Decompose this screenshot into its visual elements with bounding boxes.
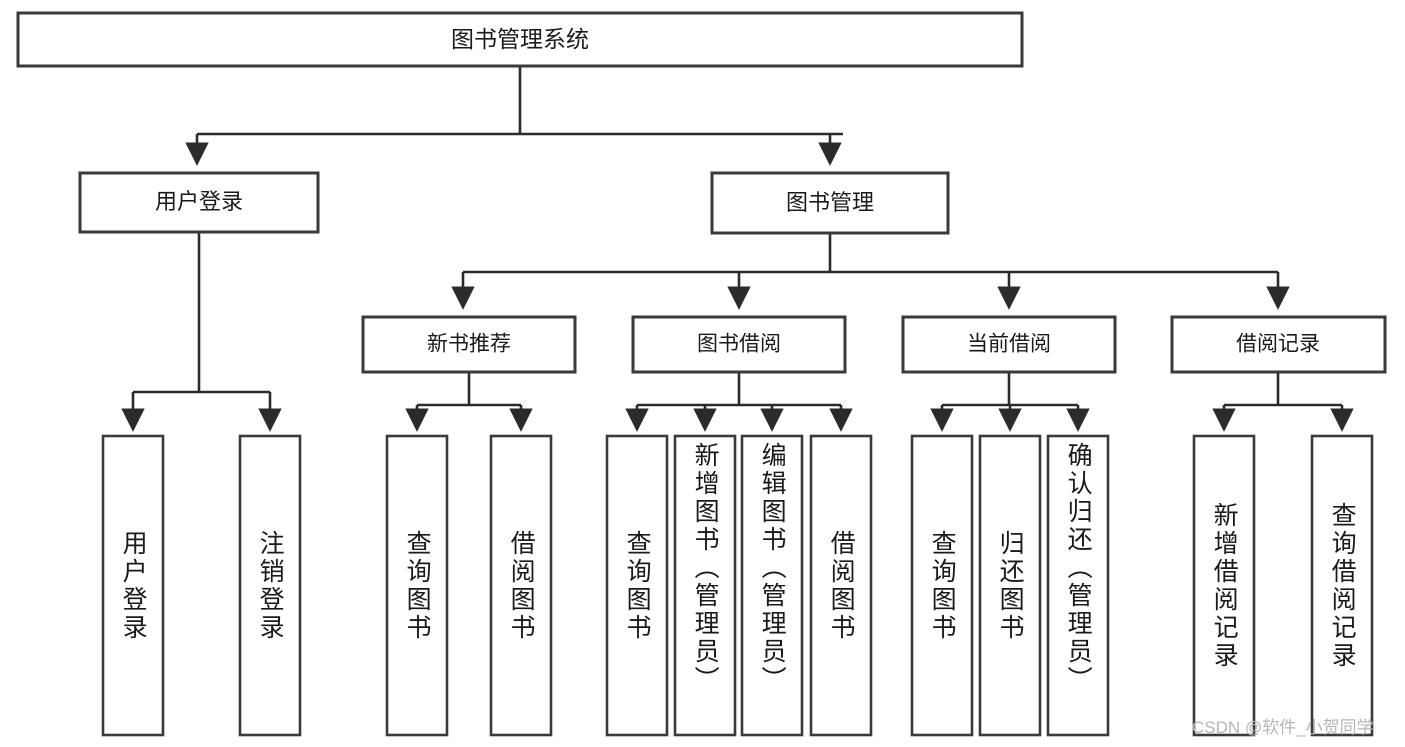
- leaf-user-login-box[interactable]: [101, 434, 165, 737]
- root-box[interactable]: [16, 11, 1024, 68]
- leaf-borrow-book-2-box[interactable]: [809, 434, 873, 737]
- new-book-rec-box[interactable]: [361, 315, 577, 374]
- new-book-rec-label: 新书推荐: [427, 333, 511, 356]
- node-user-login[interactable]: 用户登录: [78, 171, 320, 234]
- edges-current-borrow-to-leaves: [930, 372, 1090, 432]
- node-root[interactable]: 图书管理系统: [16, 11, 1024, 68]
- leaf-query-book-2-box[interactable]: [605, 434, 669, 737]
- current-borrow-label: 当前借阅: [967, 333, 1051, 356]
- leaf-return-book-box[interactable]: [978, 434, 1042, 737]
- edges-root-to-level1: [185, 66, 843, 166]
- current-borrow-box[interactable]: [901, 315, 1117, 374]
- node-borrow-record[interactable]: 借阅记录: [1170, 315, 1387, 374]
- leaf-query-book-3-box[interactable]: [910, 434, 974, 737]
- book-borrow-label: 图书借阅: [697, 333, 781, 356]
- edges-new-book-rec-to-leaves: [405, 372, 533, 432]
- user-login-label: 用户登录: [155, 189, 243, 214]
- borrow-record-box[interactable]: [1170, 315, 1387, 374]
- edges-borrow-record-to-leaves: [1212, 372, 1354, 432]
- leaf-boxes: [101, 434, 1374, 737]
- leaf-add-book-box[interactable]: [673, 434, 737, 737]
- borrow-record-label: 借阅记录: [1236, 333, 1320, 356]
- leaf-query-book-1-box[interactable]: [385, 434, 449, 737]
- leaf-confirm-return-box[interactable]: [1046, 434, 1110, 737]
- leaf-borrow-book-1-box[interactable]: [489, 434, 553, 737]
- leaf-user-logout-box[interactable]: [238, 434, 302, 737]
- book-borrow-box[interactable]: [631, 315, 847, 374]
- user-login-box[interactable]: [78, 171, 320, 234]
- node-book-borrow[interactable]: 图书借阅: [631, 315, 847, 374]
- node-new-book-rec[interactable]: 新书推荐: [361, 315, 577, 374]
- node-book-manage[interactable]: 图书管理: [710, 171, 950, 235]
- book-manage-box[interactable]: [710, 171, 950, 235]
- root-label: 图书管理系统: [451, 26, 589, 52]
- edges-book-borrow-to-leaves: [625, 372, 853, 432]
- book-manage-label: 图书管理: [786, 190, 874, 215]
- leaf-edit-book-box[interactable]: [740, 434, 804, 737]
- leaf-query-record-box[interactable]: [1310, 434, 1374, 737]
- node-current-borrow[interactable]: 当前借阅: [901, 315, 1117, 374]
- edges-user-login-to-leaves: [121, 232, 282, 432]
- leaf-add-record-box[interactable]: [1192, 434, 1256, 737]
- edges-book-manage-to-level2: [451, 233, 1290, 310]
